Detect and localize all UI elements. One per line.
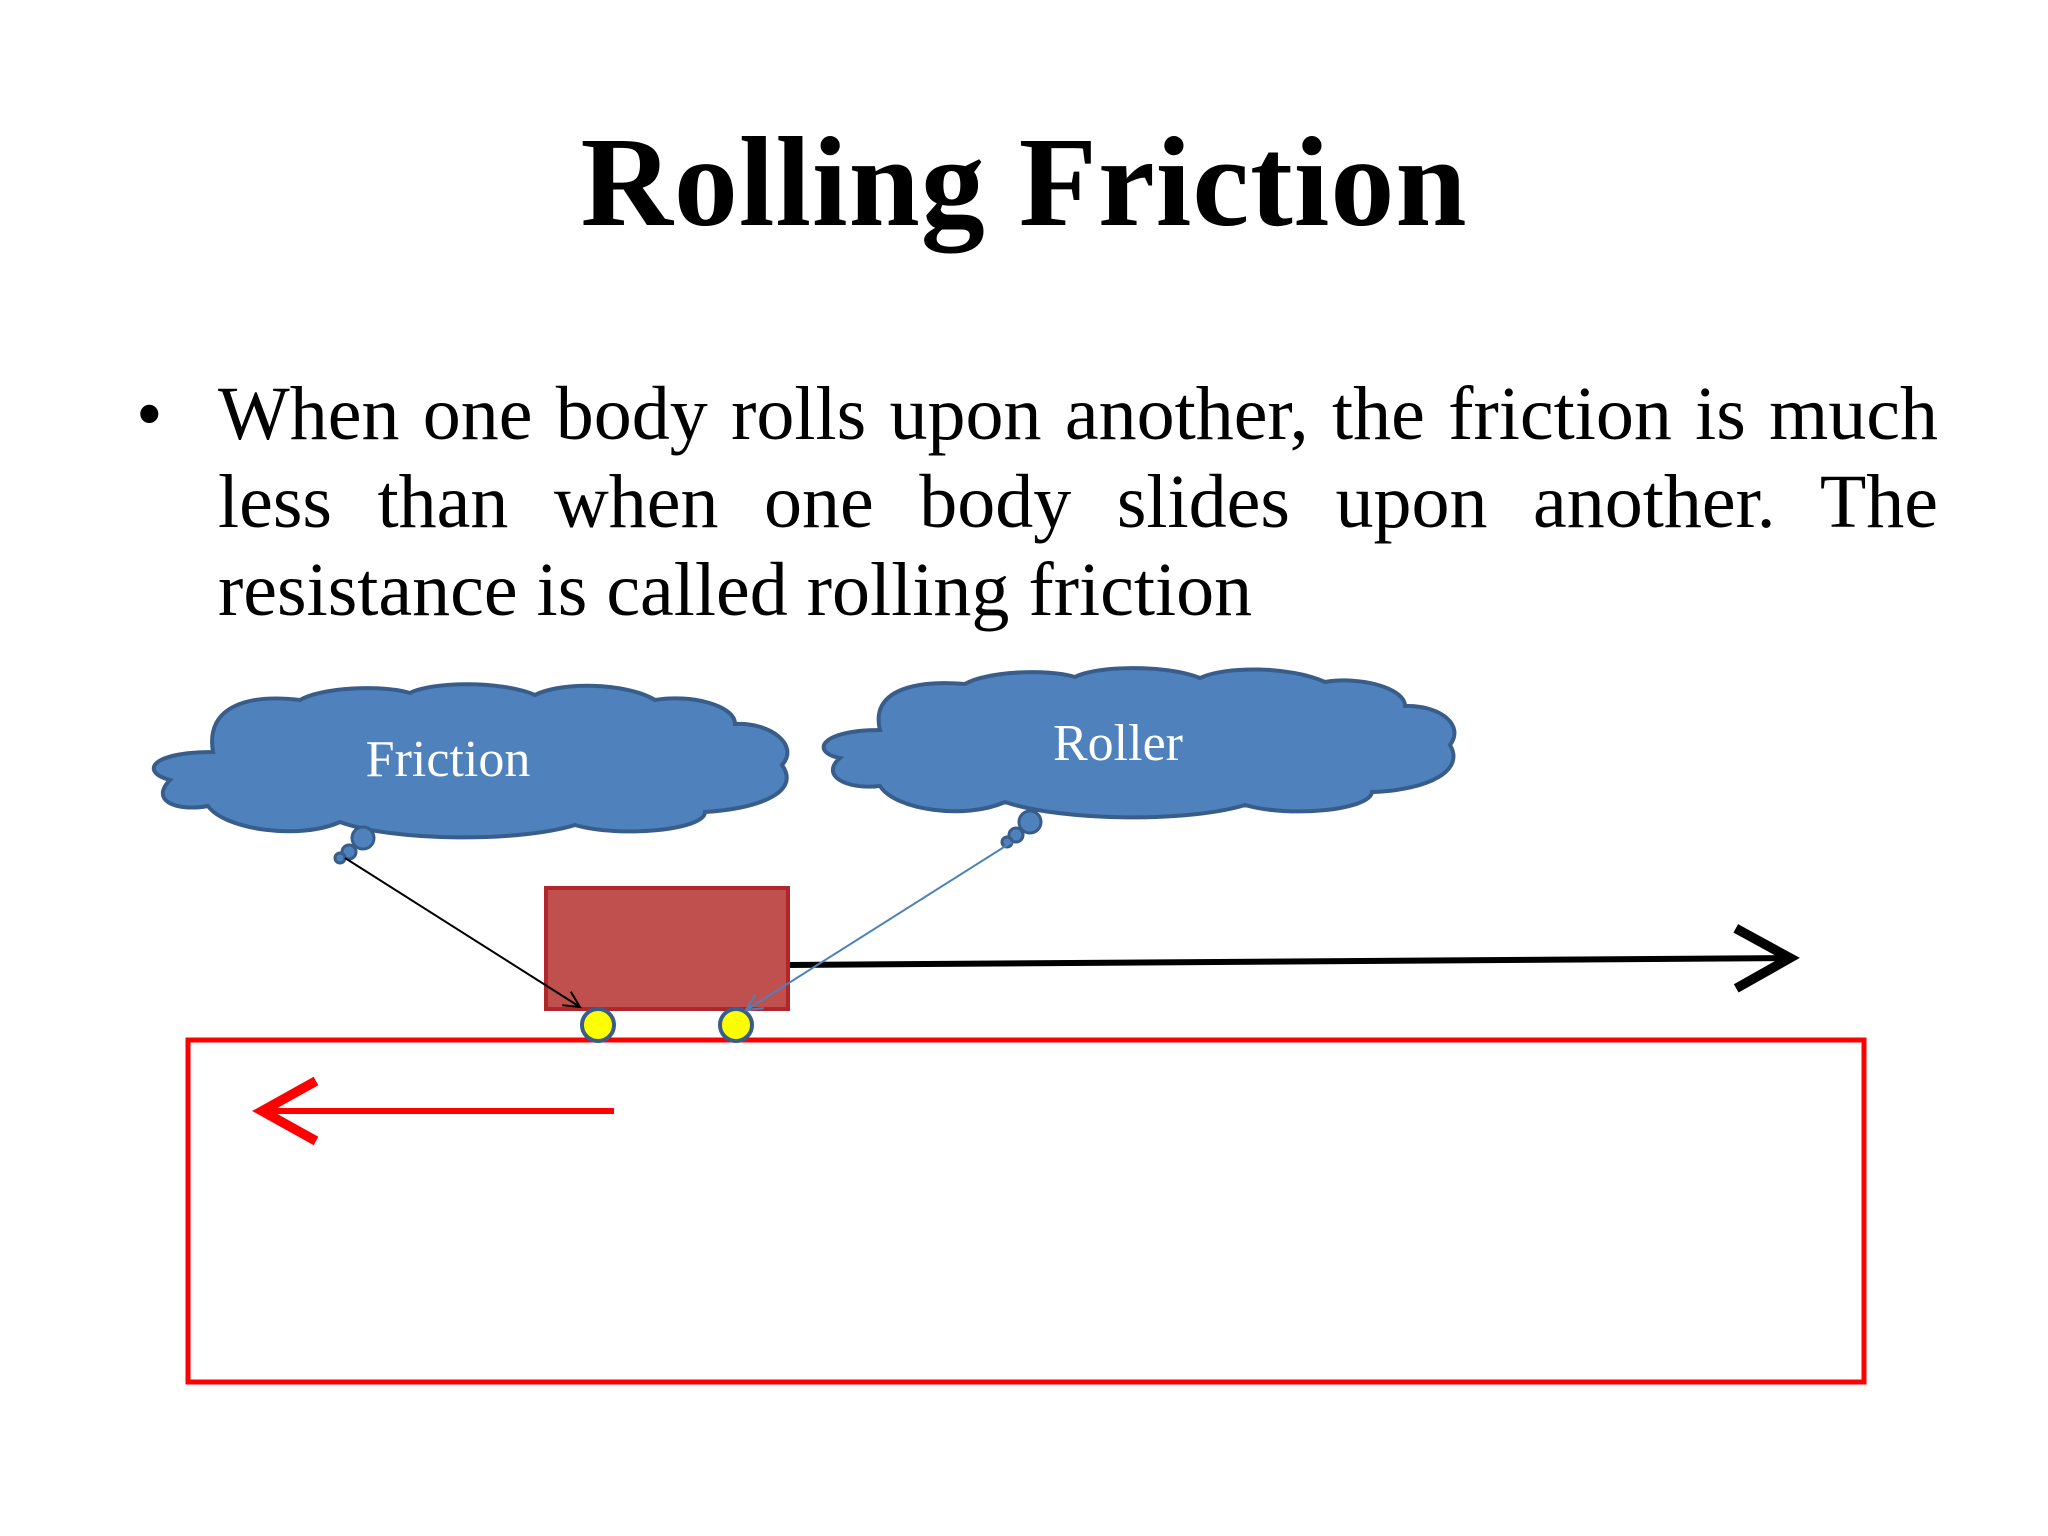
roller-pointer-line (746, 841, 1013, 1010)
friction-cloud-shape (151, 682, 790, 840)
cart-wheel-right (718, 1007, 754, 1043)
friction-cloud-bubble-large (350, 825, 376, 851)
bullet-text: When one body rolls upon another, the fr… (218, 372, 1938, 632)
roller-cloud-shape (821, 666, 1457, 820)
friction-callout-cloud: Friction (151, 682, 790, 865)
roller-callout-cloud: Roller (821, 666, 1457, 849)
friction-cloud-bubble-small (333, 851, 347, 865)
roller-cloud-bubble-large (1017, 809, 1043, 835)
roller-cloud-label: Roller (1053, 715, 1183, 772)
cart-wheel-left (580, 1007, 616, 1043)
cart-body (544, 886, 790, 1011)
motion-arrow (787, 924, 1800, 993)
ground-surface (185, 1037, 1867, 1385)
roller-cloud-bubble-medium (1007, 826, 1025, 844)
friction-pointer-line (344, 857, 580, 1007)
bullet-point-icon: • (136, 372, 163, 456)
slide-title: Rolling Friction (580, 111, 1468, 253)
friction-cloud-label: Friction (366, 731, 531, 788)
